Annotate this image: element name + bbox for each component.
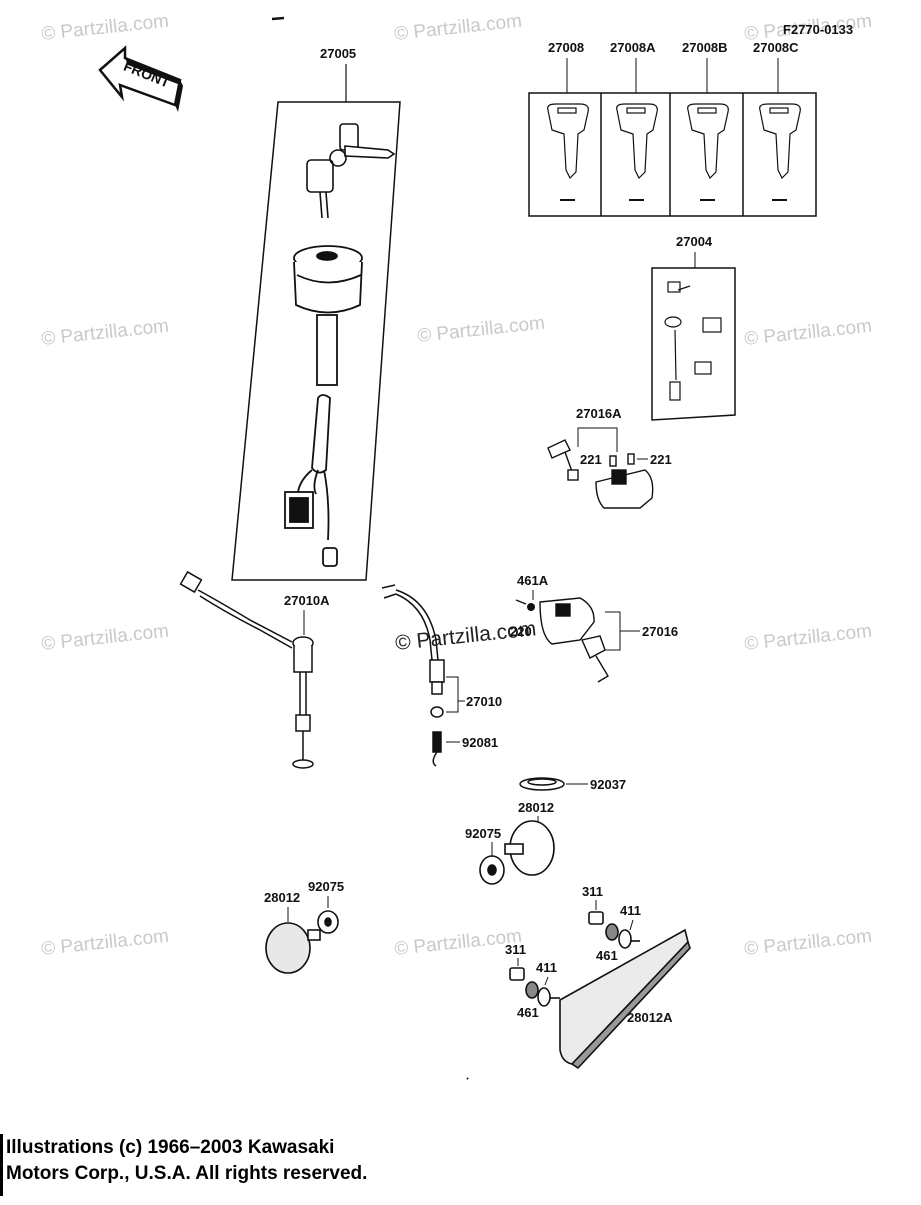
- rect-reflector-assembly: 311 411 461 311 411 461 28012A: [505, 884, 691, 1070]
- copyright-line-1: Illustrations (c) 1966–2003 Kawasaki: [6, 1137, 335, 1158]
- ignition-switch-icon: [284, 245, 363, 567]
- callout-27008b: 27008B: [682, 40, 728, 55]
- callout-27008c: 27008C: [753, 40, 799, 55]
- key-pair-icon: [306, 123, 396, 219]
- copyright-line-2: Motors Corp., U.S.A. All rights reserved…: [6, 1163, 368, 1184]
- reflector-assembly-left: 28012 92075: [264, 879, 344, 974]
- lock-assembly-a: 27016A 221 221: [547, 406, 672, 509]
- callout-92075-left: 92075: [308, 879, 344, 894]
- callout-221-right: 221: [650, 452, 672, 467]
- callout-27008: 27008: [548, 40, 584, 55]
- callout-28012-left: 28012: [264, 890, 300, 905]
- key-blank-panel: 27008 27008A 27008B 27008C: [528, 40, 817, 217]
- callout-461-bottom: 461: [517, 1005, 539, 1020]
- tick-mark: [271, 16, 285, 21]
- watermark: © Partzilla.com: [40, 316, 170, 350]
- watermark: © Partzilla.com: [743, 621, 873, 655]
- callout-92075-right: 92075: [465, 826, 501, 841]
- callout-27010: 27010: [466, 694, 502, 709]
- callout-92081: 92081: [462, 735, 498, 750]
- reflector-assembly-right: 92037 28012 92075: [465, 777, 626, 885]
- lock-assembly: 461A 220 27016: [510, 573, 678, 683]
- callout-27005: 27005: [320, 46, 356, 61]
- key-blank-icon: [616, 103, 658, 201]
- key-blank-icon: [687, 103, 729, 201]
- callout-221-left: 221: [580, 452, 602, 467]
- callout-27016a: 27016A: [576, 406, 622, 421]
- watermark: © Partzilla.com: [40, 926, 170, 960]
- cable-switch: 27010 92081: [381, 584, 502, 767]
- key-blank-icon: [759, 103, 801, 201]
- callout-27010a: 27010A: [284, 593, 330, 608]
- callout-461a: 461A: [517, 573, 549, 588]
- callout-92037: 92037: [590, 777, 626, 792]
- watermark: © Partzilla.com: [40, 621, 170, 655]
- callout-28012a: 28012A: [627, 1010, 673, 1025]
- callout-461-top: 461: [596, 948, 618, 963]
- cable-switch-a: 27010A: [179, 570, 330, 769]
- front-arrow-icon: FRONT: [98, 45, 183, 112]
- callout-411-bottom: 411: [536, 960, 557, 975]
- callout-411-top: 411: [620, 903, 641, 918]
- ignition-switch-assembly: 27005: [231, 46, 401, 581]
- figure-code: F2770-0133: [783, 22, 853, 37]
- watermark: © Partzilla.com: [40, 11, 170, 45]
- callout-28012-right: 28012: [518, 800, 554, 815]
- callout-27008a: 27008A: [610, 40, 656, 55]
- callout-220: 220: [510, 624, 532, 639]
- watermark: © Partzilla.com: [393, 11, 523, 45]
- watermark: © Partzilla.com: [393, 926, 523, 960]
- callout-27004: 27004: [676, 234, 713, 249]
- margin-bar: [0, 1134, 3, 1196]
- watermark: © Partzilla.com: [416, 313, 546, 347]
- key-blank-icon: [547, 103, 589, 201]
- watermark-layer: © Partzilla.com © Partzilla.com © Partzi…: [40, 11, 873, 960]
- watermark: © Partzilla.com: [743, 926, 873, 960]
- lock-set-assembly: 27004: [651, 234, 736, 421]
- callout-27016: 27016: [642, 624, 678, 639]
- callout-311-top: 311: [582, 884, 603, 899]
- callout-311-bottom: 311: [505, 942, 526, 957]
- watermark: © Partzilla.com: [743, 316, 873, 350]
